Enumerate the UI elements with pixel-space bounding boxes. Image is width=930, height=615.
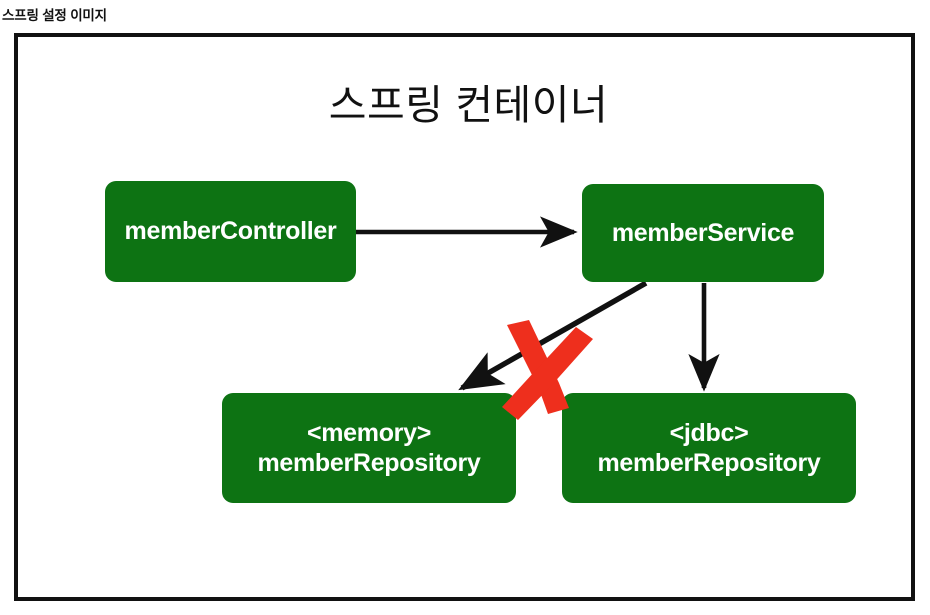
bean-jdbc-member-repository[interactable]: <jdbc> memberRepository xyxy=(562,393,856,503)
bean-label-line-stereotype: <jdbc> xyxy=(669,418,749,447)
bean-label-line-name: memberRepository xyxy=(257,449,481,477)
spring-container-frame: 스프링 컨테이너 memberController memberService … xyxy=(14,33,915,601)
bean-label-line: memberController xyxy=(124,217,337,246)
bean-label-line: memberService xyxy=(611,218,795,247)
bean-memory-member-repository[interactable]: <memory> memberRepository xyxy=(222,393,516,503)
bean-label-line-name: memberRepository xyxy=(597,449,821,477)
arrow-service-to-memory-repository xyxy=(458,280,648,391)
figure-caption: 스프링 설정 이미지 xyxy=(2,8,107,23)
bean-label-line-stereotype: <memory> xyxy=(306,418,432,447)
bean-member-service[interactable]: memberService xyxy=(582,184,824,282)
bean-member-controller[interactable]: memberController xyxy=(105,181,356,282)
spring-container-title: 스프링 컨테이너 xyxy=(328,82,609,128)
